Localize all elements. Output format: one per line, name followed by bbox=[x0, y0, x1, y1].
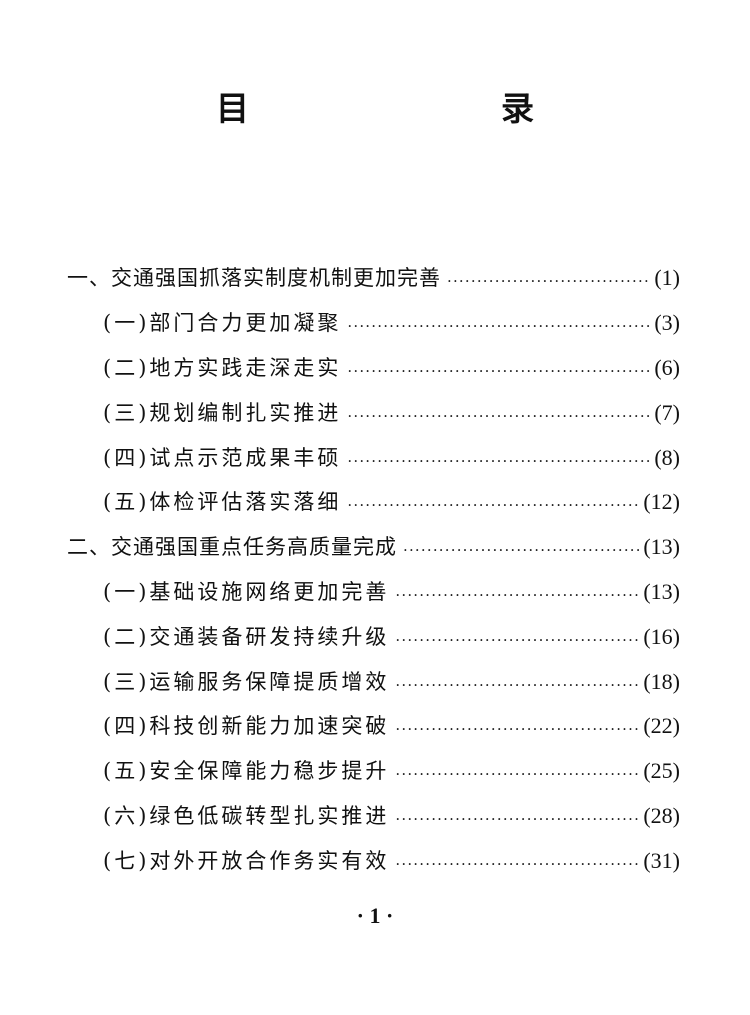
toc-entry-page: (12) bbox=[643, 489, 680, 515]
toc-entry-page: (28) bbox=[643, 802, 680, 828]
toc-entry-page: (13) bbox=[643, 578, 680, 604]
toc-entry-page: (3) bbox=[654, 310, 680, 336]
toc-entry-page: (6) bbox=[654, 354, 680, 380]
toc-entry-label: 二、交通强国重点任务高质量完成 bbox=[67, 535, 397, 560]
toc-entry-label: (二)交通装备研发持续升级 bbox=[103, 624, 390, 649]
toc-entry[interactable]: (三)运输服务保障提质增效 ··························… bbox=[0, 659, 750, 704]
toc-entry-page: (25) bbox=[643, 758, 680, 784]
toc-entry-page: (7) bbox=[654, 399, 680, 425]
toc-entry[interactable]: (五)体检评估落实落细 ····························… bbox=[0, 480, 750, 525]
toc-entry-label: (四)科技创新能力加速突破 bbox=[103, 714, 390, 739]
toc-entry-label: (四)试点示范成果丰硕 bbox=[103, 445, 342, 470]
toc-entry-page: (13) bbox=[643, 534, 680, 560]
toc-entry-page: (1) bbox=[654, 265, 680, 291]
dot-leader: ········································… bbox=[347, 406, 651, 425]
dot-leader: ········································… bbox=[395, 720, 640, 739]
toc-entry-label: (一)基础设施网络更加完善 bbox=[103, 579, 390, 604]
toc-entry[interactable]: (四)试点示范成果丰硕 ····························… bbox=[0, 435, 750, 480]
dot-leader: ········································… bbox=[395, 854, 640, 873]
toc-entry-page: (16) bbox=[643, 623, 680, 649]
toc-entry-page: (22) bbox=[643, 713, 680, 739]
toc-entry-page: (18) bbox=[643, 668, 680, 694]
dot-leader: ········································… bbox=[395, 630, 640, 649]
toc-entry[interactable]: (四)科技创新能力加速突破 ··························… bbox=[0, 704, 750, 749]
toc-entry-label: (三)规划编制扎实推进 bbox=[103, 400, 342, 425]
toc-entry[interactable]: (七)对外开放合作务实有效 ··························… bbox=[0, 838, 750, 883]
toc-entry-label: (二)地方实践走深走实 bbox=[103, 355, 342, 380]
toc-entry-label: (五)体检评估落实落细 bbox=[103, 490, 342, 515]
toc-entry-label: (五)安全保障能力稳步提升 bbox=[103, 759, 390, 784]
dot-leader: ········································… bbox=[347, 317, 651, 336]
toc-entry[interactable]: 一、交通强国抓落实制度机制更加完善 ······················… bbox=[0, 256, 750, 301]
dot-leader: ········································… bbox=[347, 451, 651, 470]
dot-leader: ········································… bbox=[347, 496, 640, 515]
toc-entry-label: (七)对外开放合作务实有效 bbox=[103, 848, 390, 873]
toc-entry-label: (三)运输服务保障提质增效 bbox=[103, 669, 390, 694]
dot-leader: ········································… bbox=[395, 675, 640, 694]
toc-entry[interactable]: (一)部门合力更加凝聚 ····························… bbox=[0, 301, 750, 346]
dot-leader: ········································… bbox=[403, 541, 640, 560]
toc-entry-label: (六)绿色低碳转型扎实推进 bbox=[103, 803, 390, 828]
dot-leader: ········································… bbox=[395, 765, 640, 784]
toc-entry[interactable]: (一)基础设施网络更加完善 ··························… bbox=[0, 570, 750, 615]
page-title: 目 录 bbox=[216, 89, 596, 128]
dot-leader: ········································… bbox=[347, 361, 651, 380]
toc-entry[interactable]: (二)地方实践走深走实 ····························… bbox=[0, 346, 750, 391]
toc-entry-label: (一)部门合力更加凝聚 bbox=[103, 311, 342, 336]
toc-entry[interactable]: (二)交通装备研发持续升级 ··························… bbox=[0, 614, 750, 659]
toc-entry[interactable]: (六)绿色低碳转型扎实推进 ··························… bbox=[0, 794, 750, 839]
toc-entry-label: 一、交通强国抓落实制度机制更加完善 bbox=[67, 266, 441, 291]
page-number: · 1 · bbox=[356, 903, 394, 928]
dot-leader: ········································… bbox=[395, 585, 640, 604]
table-of-contents: 一、交通强国抓落实制度机制更加完善 ······················… bbox=[0, 256, 750, 883]
dot-leader: ········································… bbox=[395, 809, 640, 828]
toc-entry-page: (31) bbox=[643, 847, 680, 873]
toc-entry[interactable]: (三)规划编制扎实推进 ····························… bbox=[0, 390, 750, 435]
toc-entry[interactable]: (五)安全保障能力稳步提升 ··························… bbox=[0, 749, 750, 794]
toc-entry[interactable]: 二、交通强国重点任务高质量完成 ························… bbox=[0, 525, 750, 570]
toc-entry-page: (8) bbox=[654, 444, 680, 470]
dot-leader: ········································… bbox=[447, 272, 650, 291]
